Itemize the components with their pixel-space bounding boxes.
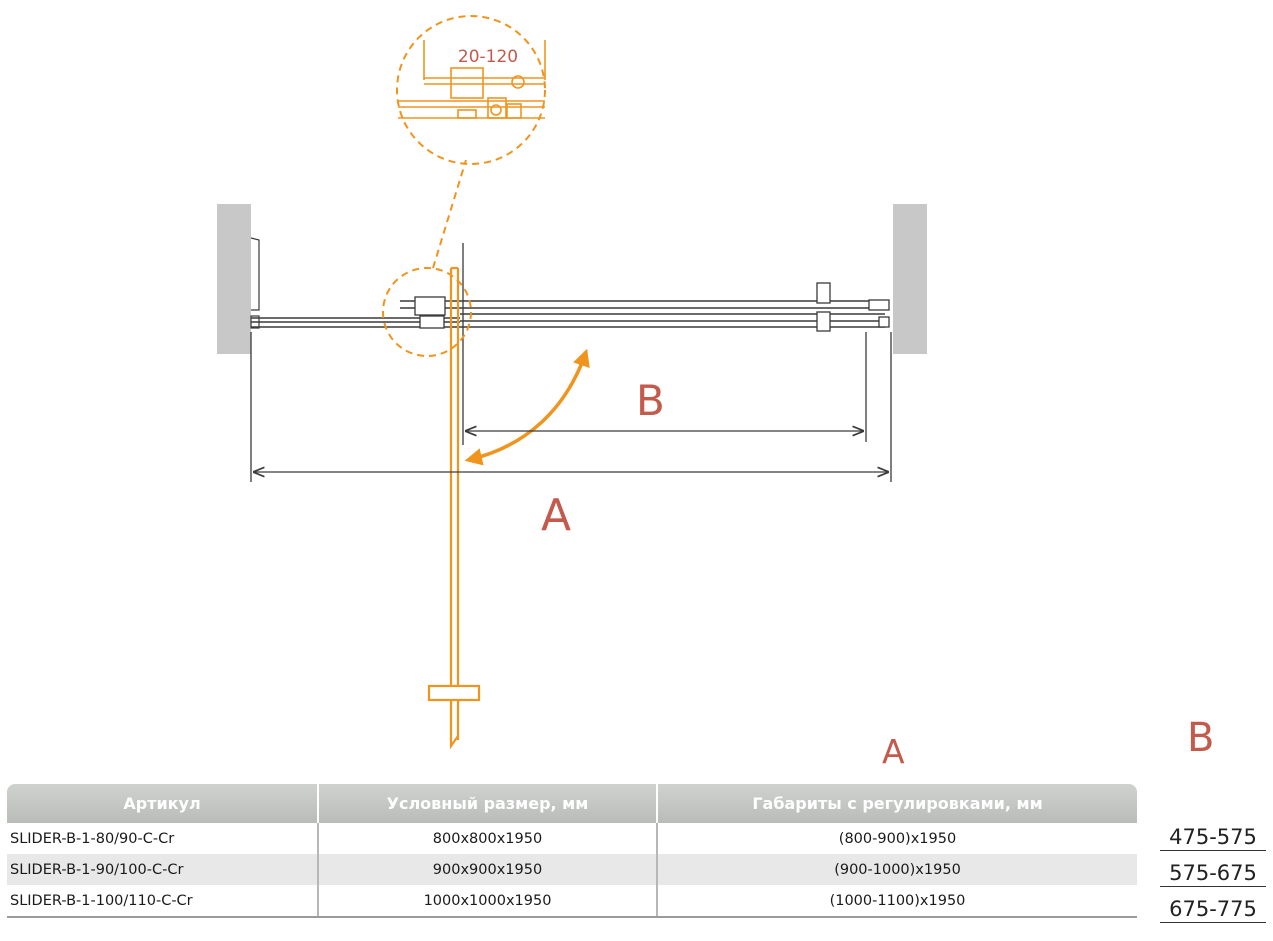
detail-circle-small: [382, 267, 472, 357]
column-header-nominal-size: Условный размер, мм: [317, 784, 657, 823]
b-value-row-1: 475-575: [1160, 824, 1266, 851]
detail-dimension-label: 20-120: [458, 47, 518, 67]
table-row: SLIDER-B-1-90/100-C-Cr 900x900x1950 (900…: [7, 854, 1137, 885]
top-rails: [251, 300, 885, 328]
cell-article: SLIDER-B-1-100/110-C-Cr: [7, 885, 318, 918]
cell-nominal-size: 900x900x1950: [317, 854, 657, 885]
specifications-table: Артикул Условный размер, мм Габариты с р…: [7, 784, 1137, 918]
cell-nominal-size: 1000x1000x1950: [317, 885, 657, 918]
b-value-row-2: 575-675: [1160, 860, 1266, 887]
swing-arrow: [464, 348, 590, 466]
door-panel: [427, 266, 481, 750]
left-wall: [217, 204, 251, 354]
callout-leader: [432, 159, 467, 269]
cell-adjusted-dimensions: (800-900)x1950: [656, 823, 1137, 854]
cell-article: SLIDER-B-1-90/100-C-Cr: [7, 854, 318, 885]
column-header-adjusted-dimensions: Габариты с регулировками, мм: [656, 784, 1137, 823]
dimension-a-label: A: [541, 490, 572, 541]
cell-adjusted-dimensions: (1000-1100)x1950: [656, 885, 1137, 918]
detail-magnified: [398, 40, 546, 119]
column-header-article: Артикул: [7, 784, 318, 823]
b-value-row-3: 675-775: [1160, 896, 1266, 923]
cell-adjusted-dimensions: (900-1000)x1950: [656, 854, 1137, 885]
dimension-b-label: B: [636, 376, 665, 425]
table-column-b-marker: B: [1187, 715, 1215, 761]
table-row: SLIDER-B-1-100/110-C-Cr 1000x1000x1950 (…: [7, 885, 1137, 918]
left-wall-profile: [250, 237, 260, 329]
dimension-b: [466, 332, 867, 442]
rail-hardware: [414, 282, 890, 332]
cell-article: SLIDER-B-1-80/90-C-Cr: [7, 823, 318, 854]
detail-circle-large: [396, 15, 546, 165]
table-row: SLIDER-B-1-80/90-C-Cr 800x800x1950 (800-…: [7, 823, 1137, 854]
cell-nominal-size: 800x800x1950: [317, 823, 657, 854]
table-header-row: Артикул Условный размер, мм Габариты с р…: [7, 784, 1137, 823]
table-column-a-marker: A: [882, 732, 905, 771]
right-wall: [893, 204, 927, 354]
dimension-a: [250, 332, 892, 482]
